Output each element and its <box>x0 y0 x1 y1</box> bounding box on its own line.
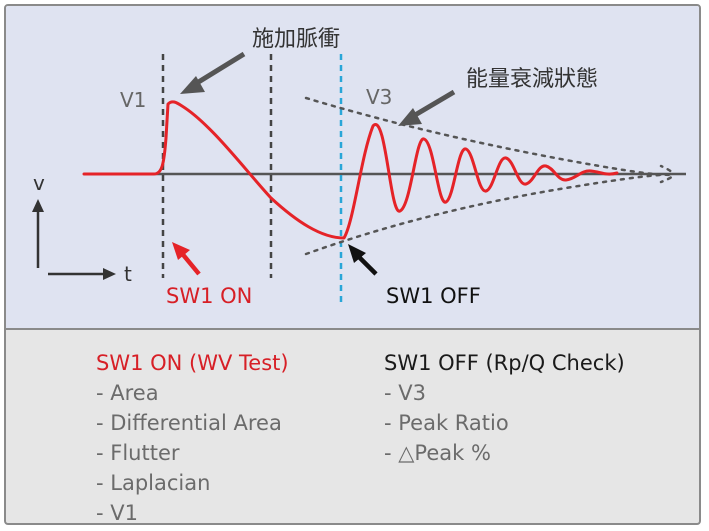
waveform-diagram: v t 施加脈衝 能量衰減狀態 V1 V3 SW1 ON SW1 OFF <box>6 6 699 328</box>
v-axis-arrowhead <box>32 199 44 212</box>
upper-decay-envelope <box>304 96 674 176</box>
list-item: - Flutter <box>96 441 180 465</box>
list-item: - Laplacian <box>96 471 211 495</box>
pulse-pointer-arrowhead <box>180 76 205 94</box>
waveform-svg: v t 施加脈衝 能量衰減狀態 V1 V3 SW1 ON SW1 OFF <box>32 27 686 308</box>
pulse-annotation: 施加脈衝 <box>252 27 340 52</box>
decay-pointer-arrow <box>408 89 456 121</box>
waveform-curve <box>82 100 619 240</box>
section-divider <box>6 328 699 330</box>
list-item: - △Peak % <box>384 441 491 465</box>
sw1-off-metrics-title: SW1 OFF (Rp/Q Check) <box>384 351 625 375</box>
sw1-off-metrics-list: - V3 - Peak Ratio - △Peak % <box>384 378 625 468</box>
sw1-off-metrics: SW1 OFF (Rp/Q Check) - V3 - Peak Ratio -… <box>384 348 625 468</box>
sw1-on-arrowhead <box>172 242 190 260</box>
axis-label-t: t <box>124 262 132 286</box>
v1-label: V1 <box>120 88 146 112</box>
sw1-on-metrics: SW1 ON (WV Test) - Area - Differential A… <box>96 348 289 525</box>
t-axis-arrowhead <box>103 268 116 280</box>
list-item: - V1 <box>96 501 138 525</box>
sw1-on-metrics-list: - Area - Differential Area - Flutter - L… <box>96 378 289 525</box>
list-item: - Area <box>96 381 159 405</box>
list-item: - V3 <box>384 381 426 405</box>
pulse-pointer-arrow <box>190 51 246 89</box>
sw1-off-label: SW1 OFF <box>386 284 481 308</box>
lower-decay-envelope <box>304 173 674 256</box>
list-item: - Peak Ratio <box>384 411 509 435</box>
axis-label-v: v <box>33 171 45 195</box>
metrics-lists: SW1 ON (WV Test) - Area - Differential A… <box>6 330 699 525</box>
v3-label: V3 <box>366 85 392 109</box>
figure-frame: v t 施加脈衝 能量衰減狀態 V1 V3 SW1 ON SW1 OFF SW1… <box>4 4 701 525</box>
sw1-off-arrowhead <box>348 244 366 263</box>
sw1-on-metrics-title: SW1 ON (WV Test) <box>96 351 289 375</box>
decay-annotation: 能量衰減狀態 <box>466 67 598 92</box>
list-item: - Differential Area <box>96 411 282 435</box>
sw1-on-label: SW1 ON <box>166 284 252 308</box>
decay-pointer-arrowhead <box>398 108 422 126</box>
